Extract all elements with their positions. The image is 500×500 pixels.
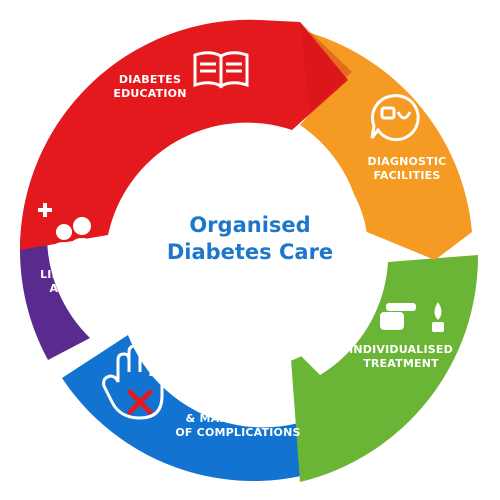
label-line: DIABETES (118, 73, 182, 86)
label-line: DIAGNOSTIC (367, 155, 447, 168)
center-title: Organised Diabetes Care (150, 212, 350, 266)
label-line: OF COMPLICATIONS (175, 426, 301, 439)
label-line: PREVENTION (197, 398, 279, 411)
label-line: ADVICE (49, 282, 97, 295)
center-title-line1: Organised (189, 213, 311, 237)
label-diabetes-education: DIABETES EDUCATION (100, 73, 200, 101)
label-individualised-treatment: INDIVIDUALISED TREATMENT (336, 343, 466, 371)
segment-diabetes-education (19, 19, 348, 251)
label-line: & MANAGEMENT (185, 412, 291, 425)
segment-diagnostic-facilities (300, 30, 472, 260)
label-line: INDIVIDUALISED (349, 343, 453, 356)
label-lifestyle-advice: LIFESTYLE ADVICE (28, 268, 118, 296)
label-line: FACILITIES (373, 169, 441, 182)
label-prevention: PREVENTION & MANAGEMENT OF COMPLICATIONS (168, 398, 308, 440)
label-diagnostic-facilities: DIAGNOSTIC FACILITIES (352, 155, 462, 183)
book-icon (193, 51, 249, 89)
education-arrow-shade (300, 22, 352, 112)
label-line: TREATMENT (363, 357, 439, 370)
add-people-icon (38, 203, 97, 256)
segment-prevention (62, 335, 360, 482)
center-title-line2: Diabetes Care (166, 240, 334, 264)
label-line: LIFESTYLE (40, 268, 106, 281)
label-line: EDUCATION (113, 87, 187, 100)
segment-individualised-treatment (290, 255, 479, 482)
diagnostic-bubble-icon (370, 94, 420, 142)
stop-hand-icon (102, 344, 164, 420)
center-disc (132, 132, 368, 368)
pointing-hand-drop-icon (380, 302, 444, 332)
